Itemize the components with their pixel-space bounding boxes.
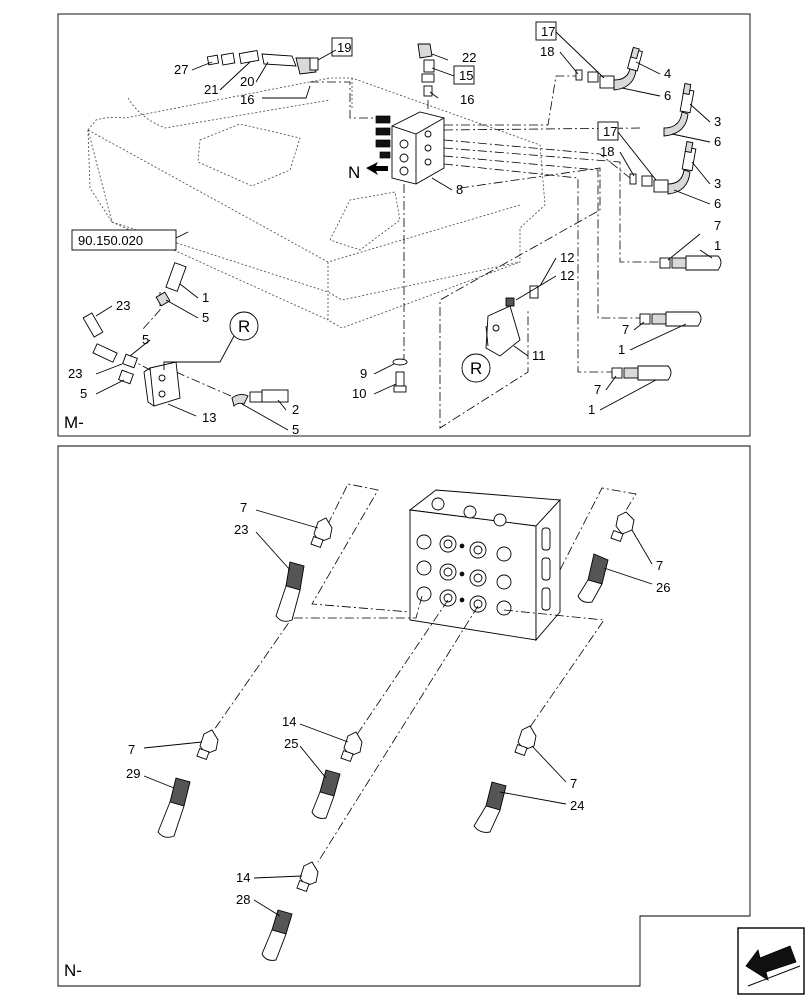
r-callout-label-right: R — [470, 359, 482, 378]
callout-number: 16 — [460, 92, 474, 107]
callout-number: 27 — [174, 62, 188, 77]
hose-group-right — [575, 46, 722, 381]
section-label-n: N- — [64, 961, 82, 980]
callout-number: 9 — [360, 366, 367, 381]
callout-number: 14 — [282, 714, 296, 729]
callout-box-15 — [453, 65, 475, 85]
callout-number: 2 — [292, 402, 299, 417]
callout-box-17b — [597, 121, 619, 141]
connection-lines-bottom — [213, 483, 637, 863]
callout-number: 1 — [618, 342, 625, 357]
callout-number: 4 — [664, 66, 671, 81]
fitting-group-20 — [206, 49, 319, 75]
callout-number: 6 — [664, 88, 671, 103]
callout-number: 5 — [80, 386, 87, 401]
hose-end-28 — [261, 861, 319, 961]
callout-number: 15 — [459, 68, 473, 83]
callout-number: 8 — [456, 182, 463, 197]
machine-frame — [87, 77, 546, 329]
section-label-m: M- — [64, 413, 84, 432]
n-view-arrow — [366, 162, 388, 175]
callout-box-17a — [535, 21, 557, 41]
callout-number: 19 — [337, 40, 351, 55]
back-arrow-icon[interactable] — [737, 927, 805, 995]
hose-end-23 — [275, 517, 333, 622]
callout-number: 7 — [594, 382, 601, 397]
callout-number: 5 — [292, 422, 299, 437]
callout-number: 1 — [588, 402, 595, 417]
ref-label-90: 90.150.020 — [78, 233, 143, 248]
callout-number: 23 — [234, 522, 248, 537]
callout-box-19 — [331, 37, 353, 57]
leader-lines-top — [95, 31, 713, 431]
callout-labels-top: 90.150.020 19 22 15 16 16 27 20 21 17 18… — [64, 24, 721, 437]
callout-number: 29 — [126, 766, 140, 781]
callout-number: 1 — [714, 238, 721, 253]
callout-number: 7 — [622, 322, 629, 337]
callout-number: 12 — [560, 250, 574, 265]
washer-bolt-9-10 — [392, 358, 408, 393]
r-callout-circle-right — [461, 353, 491, 383]
callout-number: 5 — [202, 310, 209, 325]
callout-number: 25 — [284, 736, 298, 751]
leader-lines-bottom — [143, 509, 653, 917]
callout-number: 1 — [202, 290, 209, 305]
callout-number: 7 — [656, 558, 663, 573]
hose-end-29 — [157, 729, 219, 838]
callout-number: 7 — [714, 218, 721, 233]
panel-m-frame — [57, 13, 751, 437]
callout-number: 20 — [240, 74, 254, 89]
callout-number: 17 — [541, 24, 555, 39]
callout-number: 7 — [570, 776, 577, 791]
callout-number: 12 — [560, 268, 574, 283]
callout-number: 7 — [240, 500, 247, 515]
callout-number: 21 — [204, 82, 218, 97]
view-n-label: N — [348, 163, 360, 182]
callout-number: 18 — [540, 44, 554, 59]
panel-n-frame — [57, 445, 751, 987]
ref-box-90 — [71, 229, 177, 251]
valve-block-8 — [375, 111, 445, 185]
callout-number: 7 — [128, 742, 135, 757]
callout-labels-bottom: 7 23 7 26 7 29 14 25 7 24 14 28 N- — [64, 500, 670, 980]
callout-number: 24 — [570, 798, 584, 813]
hose-end-25 — [311, 731, 363, 819]
hose-end-26 — [577, 511, 635, 603]
hose-end-24 — [473, 725, 537, 833]
callout-number: 28 — [236, 892, 250, 907]
callout-number: 14 — [236, 870, 250, 885]
callout-number: 11 — [532, 348, 546, 363]
callout-number: 3 — [714, 176, 721, 191]
valve-block-n — [408, 489, 561, 642]
fitting-22-15-16 — [417, 43, 435, 97]
connection-lines-top — [127, 75, 660, 429]
callout-number: 22 — [462, 50, 476, 65]
callout-number: 5 — [142, 332, 149, 347]
callout-number: 23 — [68, 366, 82, 381]
callout-number: 10 — [352, 386, 366, 401]
callout-number: 16 — [240, 92, 254, 107]
callout-number: 23 — [116, 298, 130, 313]
callout-number: 13 — [202, 410, 216, 425]
r-callout-circle-left — [229, 311, 259, 341]
manifold-13 — [82, 262, 289, 407]
callout-number: 6 — [714, 196, 721, 211]
r-callout-label-left: R — [238, 317, 250, 336]
callout-number: 18 — [600, 144, 614, 159]
bracket-11 — [485, 285, 539, 357]
callout-number: 3 — [714, 114, 721, 129]
callout-number: 17 — [603, 124, 617, 139]
callout-number: 6 — [714, 134, 721, 149]
callout-number: 26 — [656, 580, 670, 595]
